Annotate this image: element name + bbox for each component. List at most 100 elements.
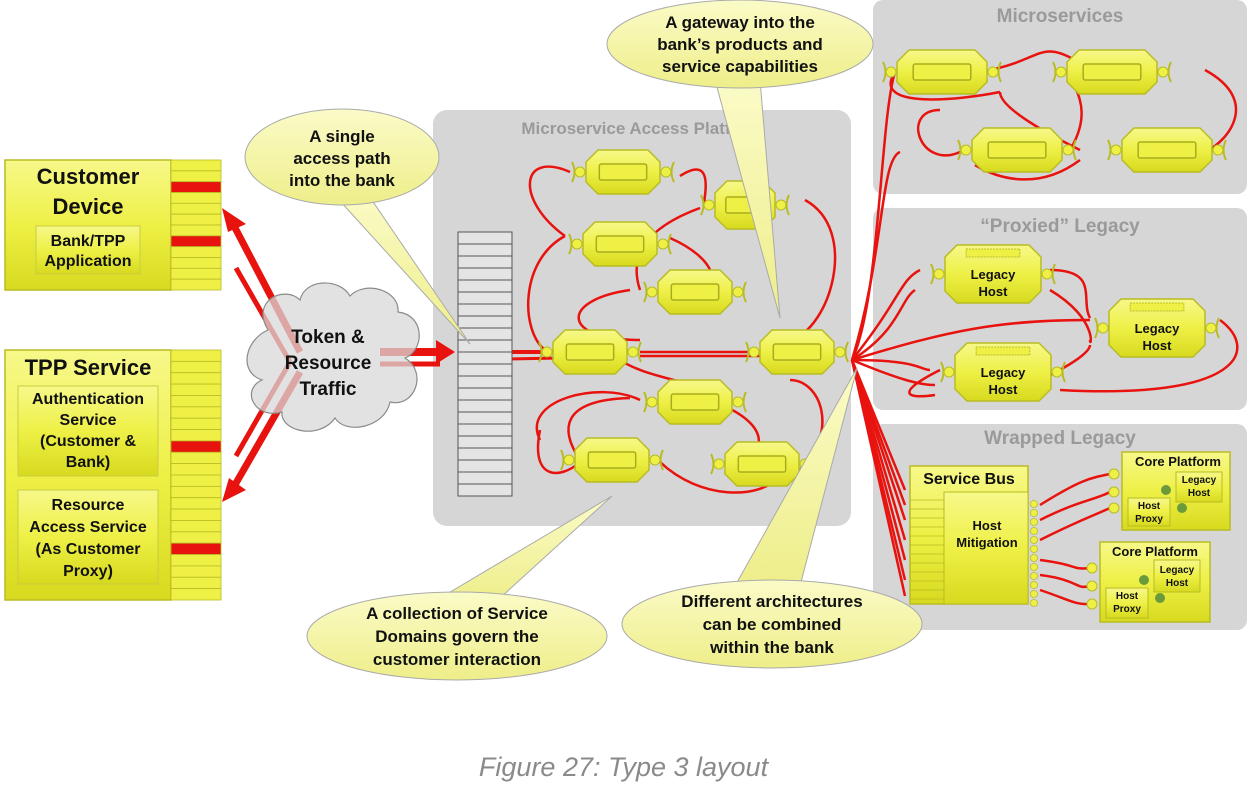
port-slot — [170, 451, 222, 465]
microservices-title: Microservices — [997, 6, 1124, 27]
core-2-legacy-line-1: Legacy — [1160, 565, 1195, 576]
callout-gateway: A gateway into the bank’s products and s… — [606, 0, 874, 319]
service-module — [538, 329, 642, 375]
port-slot — [170, 170, 222, 183]
core-2-proxy-line-2: Proxy — [1113, 604, 1141, 615]
core-platform-1-title: Core Platform — [1135, 454, 1221, 469]
wrapped-legacy-title: Wrapped Legacy — [984, 428, 1136, 449]
port-slot — [170, 463, 222, 476]
callout-different-line-2: can be combined — [703, 615, 842, 634]
core-port — [1086, 580, 1098, 592]
port-slot — [170, 485, 222, 499]
port-slot — [170, 395, 222, 408]
port-slot — [170, 542, 222, 555]
port-slot — [170, 406, 222, 419]
port-slot — [170, 565, 222, 578]
port-slot — [170, 257, 222, 269]
access-platform-title: Microservice Access Platform — [521, 119, 762, 138]
bus-port — [1030, 554, 1038, 562]
service-module — [745, 329, 849, 375]
bank-tpp-app-line-2: Application — [44, 253, 131, 270]
bus-port — [1030, 518, 1038, 526]
auth-service-line-1: Authentication — [32, 391, 144, 408]
cloud-line-1: Token & — [291, 327, 365, 348]
proxied-legacy-title: “Proxied” Legacy — [980, 216, 1140, 237]
legacy-host-module — [930, 244, 1056, 304]
service-module — [571, 149, 675, 195]
callout-different-line-1: Different architectures — [681, 592, 862, 611]
cloud-line-3: Traffic — [299, 379, 356, 400]
port-slot — [170, 429, 222, 442]
bus-port — [1030, 509, 1038, 517]
core-platform-1: Core Platform Legacy Host Host Proxy — [1121, 451, 1231, 531]
cloud-line-2: Resource — [285, 353, 372, 374]
port-slot — [170, 235, 222, 248]
callout-gateway-line-2: bank’s products and — [657, 35, 823, 54]
port-slot — [170, 508, 222, 521]
port-slot — [170, 588, 222, 601]
callout-collection-line-2: Domains govern the — [375, 627, 538, 646]
customer-device-title-1: Customer — [37, 164, 140, 189]
legacy-host-module — [940, 342, 1066, 402]
tpp-service-title: TPP Service — [25, 355, 152, 380]
core-platform-2: Core Platform Legacy Host Host Proxy — [1099, 541, 1211, 623]
callout-gateway-line-3: service capabilities — [662, 57, 818, 76]
host-mitigation-line-2: Mitigation — [956, 535, 1017, 550]
core-1-proxy-line-2: Proxy — [1135, 514, 1163, 525]
host-mitigation-line-1: Host — [973, 518, 1003, 533]
bank-tpp-app-box — [35, 225, 141, 275]
port-slot — [170, 474, 222, 487]
legacy-host-1-line-1: Legacy — [971, 267, 1017, 282]
core-port — [1086, 562, 1098, 574]
port-slot — [170, 246, 222, 258]
core-1-proxy-line-1: Host — [1138, 501, 1161, 512]
core-2-legacy-line-2: Host — [1166, 578, 1189, 589]
customer-device-port-stack — [170, 159, 222, 291]
legacy-host-2-line-2: Host — [1143, 338, 1173, 353]
port-slot — [170, 383, 222, 396]
port-slot — [170, 372, 222, 385]
port-slot — [170, 224, 222, 237]
port-slot — [170, 417, 222, 430]
port-slot — [170, 159, 222, 172]
bus-port — [1030, 572, 1038, 580]
tpp-service: TPP Service Authentication Service (Cust… — [4, 349, 222, 601]
legacy-host-labels: Legacy Host Legacy Host Legacy Host — [971, 267, 1181, 397]
callout-single-path-line-1: A single — [309, 127, 375, 146]
callout-different: Different architectures can be combined … — [621, 367, 923, 669]
port-slot — [170, 213, 222, 226]
bus-port — [1030, 536, 1038, 544]
core-port — [1108, 468, 1120, 480]
core-platform-2-title: Core Platform — [1112, 544, 1198, 559]
callout-single-path-line-3: into the bank — [289, 171, 395, 190]
service-module — [568, 221, 672, 267]
core-2-proxy-line-1: Host — [1116, 591, 1139, 602]
core-1-legacy-line-2: Host — [1188, 488, 1211, 499]
bus-port — [1030, 590, 1038, 598]
customer-device-title-2: Device — [53, 194, 124, 219]
core-1-legacy-line-1: Legacy — [1182, 475, 1217, 486]
port-slot — [170, 349, 222, 362]
tpp-service-port-stack — [170, 349, 222, 601]
port-slot — [170, 576, 222, 590]
resource-service-line-1: Resource — [52, 497, 125, 514]
auth-service-box — [17, 385, 159, 477]
service-module — [1052, 49, 1172, 95]
legacy-host-3-line-1: Legacy — [981, 365, 1027, 380]
port-slot — [170, 192, 222, 204]
service-module — [1107, 127, 1227, 173]
core-platform-ports — [1086, 468, 1120, 610]
service-bus: Service Bus Host Mitigation — [909, 465, 1038, 607]
service-module — [643, 379, 747, 425]
customer-device: Customer Device Bank/TPP Application — [4, 159, 222, 291]
auth-service-line-3: (Customer & — [40, 433, 136, 450]
bus-port — [1030, 599, 1038, 607]
callout-collection-line-3: customer interaction — [373, 650, 541, 669]
figure-caption: Figure 27: Type 3 layout — [478, 752, 769, 782]
port-slot — [170, 520, 222, 533]
port-slot — [170, 554, 222, 567]
auth-service-line-2: Service — [60, 412, 117, 429]
port-slot — [170, 497, 222, 510]
core-port — [1108, 486, 1120, 498]
